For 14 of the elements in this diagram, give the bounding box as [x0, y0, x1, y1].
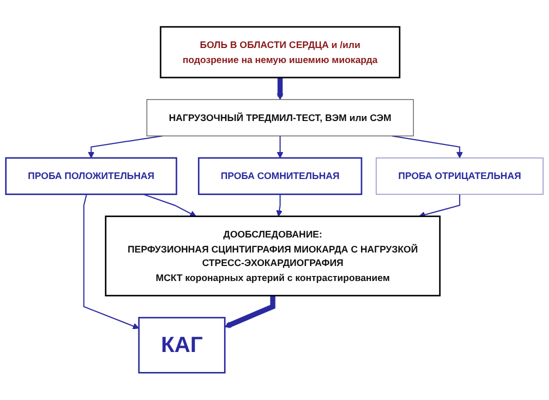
- arrow: [276, 194, 283, 217]
- node-box: НАГРУЗОЧНЫЙ ТРЕДМИЛ-ТЕСТ, ВЭМ или СЭМ: [146, 99, 414, 136]
- arrow: [224, 296, 276, 328]
- arrow: [276, 136, 284, 158]
- node-box: КАГ: [138, 317, 226, 374]
- node-box: ПРОБА СОМНИТЕЛЬНАЯ: [198, 157, 362, 196]
- arrow: [83, 194, 140, 330]
- arrow: [276, 78, 284, 100]
- arrow: [143, 194, 196, 217]
- node-box: ПРОБА ОТРИЦАТЕЛЬНАЯ: [376, 158, 544, 195]
- node-box: ПРОБА ПОЛОЖИТЕЛЬНАЯ: [5, 157, 178, 196]
- arrow: [418, 194, 460, 218]
- node-box: БОЛЬ В ОБЛАСТИ СЕРДЦА и /или подозрение на немую ишемию миокарда: [160, 26, 400, 78]
- node-box: ДООБСЛЕДОВАНИЕ: ПЕРФУЗИОННАЯ СЦИНТИГРАФИЯ МИОКАРДА С НАГРУЗКОЙ СТРЕСС-ЭХОКАРДИОГРАФИЯ МСКТ коронарных артерий с контрастированием: [104, 216, 441, 297]
